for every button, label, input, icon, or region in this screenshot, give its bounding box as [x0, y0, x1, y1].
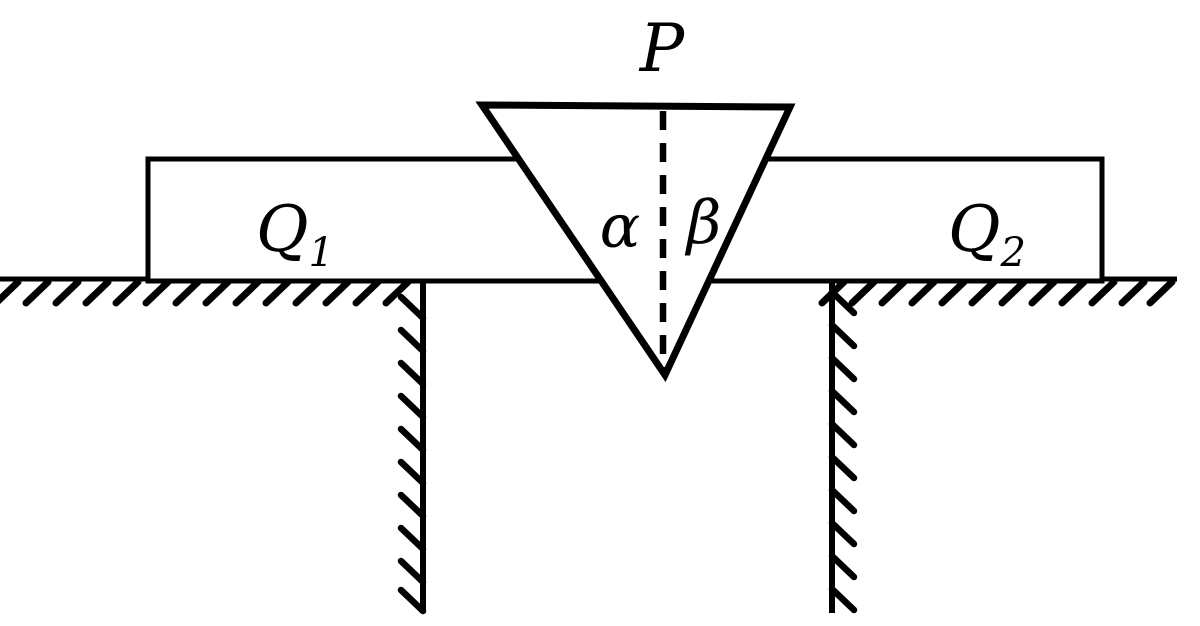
pit-right-wall-hatching	[828, 288, 858, 614]
ground-hatching-right	[818, 278, 1176, 307]
label-block-q2: Q2	[948, 193, 1026, 276]
label-q2-main: Q	[948, 193, 1000, 267]
label-q2-subscript: 2	[999, 230, 1025, 276]
label-q1-main: Q	[256, 193, 308, 267]
block-q2	[687, 156, 1105, 284]
label-angle-alpha: α	[600, 192, 641, 262]
ground-hatching-left	[0, 278, 412, 307]
label-angle-beta: β	[685, 188, 722, 258]
label-wedge-p: P	[639, 10, 686, 87]
label-block-q1: Q1	[256, 193, 334, 276]
label-q1-subscript: 1	[308, 230, 333, 276]
pit-left-wall-hatching	[397, 293, 427, 615]
wedge-p	[475, 101, 796, 383]
